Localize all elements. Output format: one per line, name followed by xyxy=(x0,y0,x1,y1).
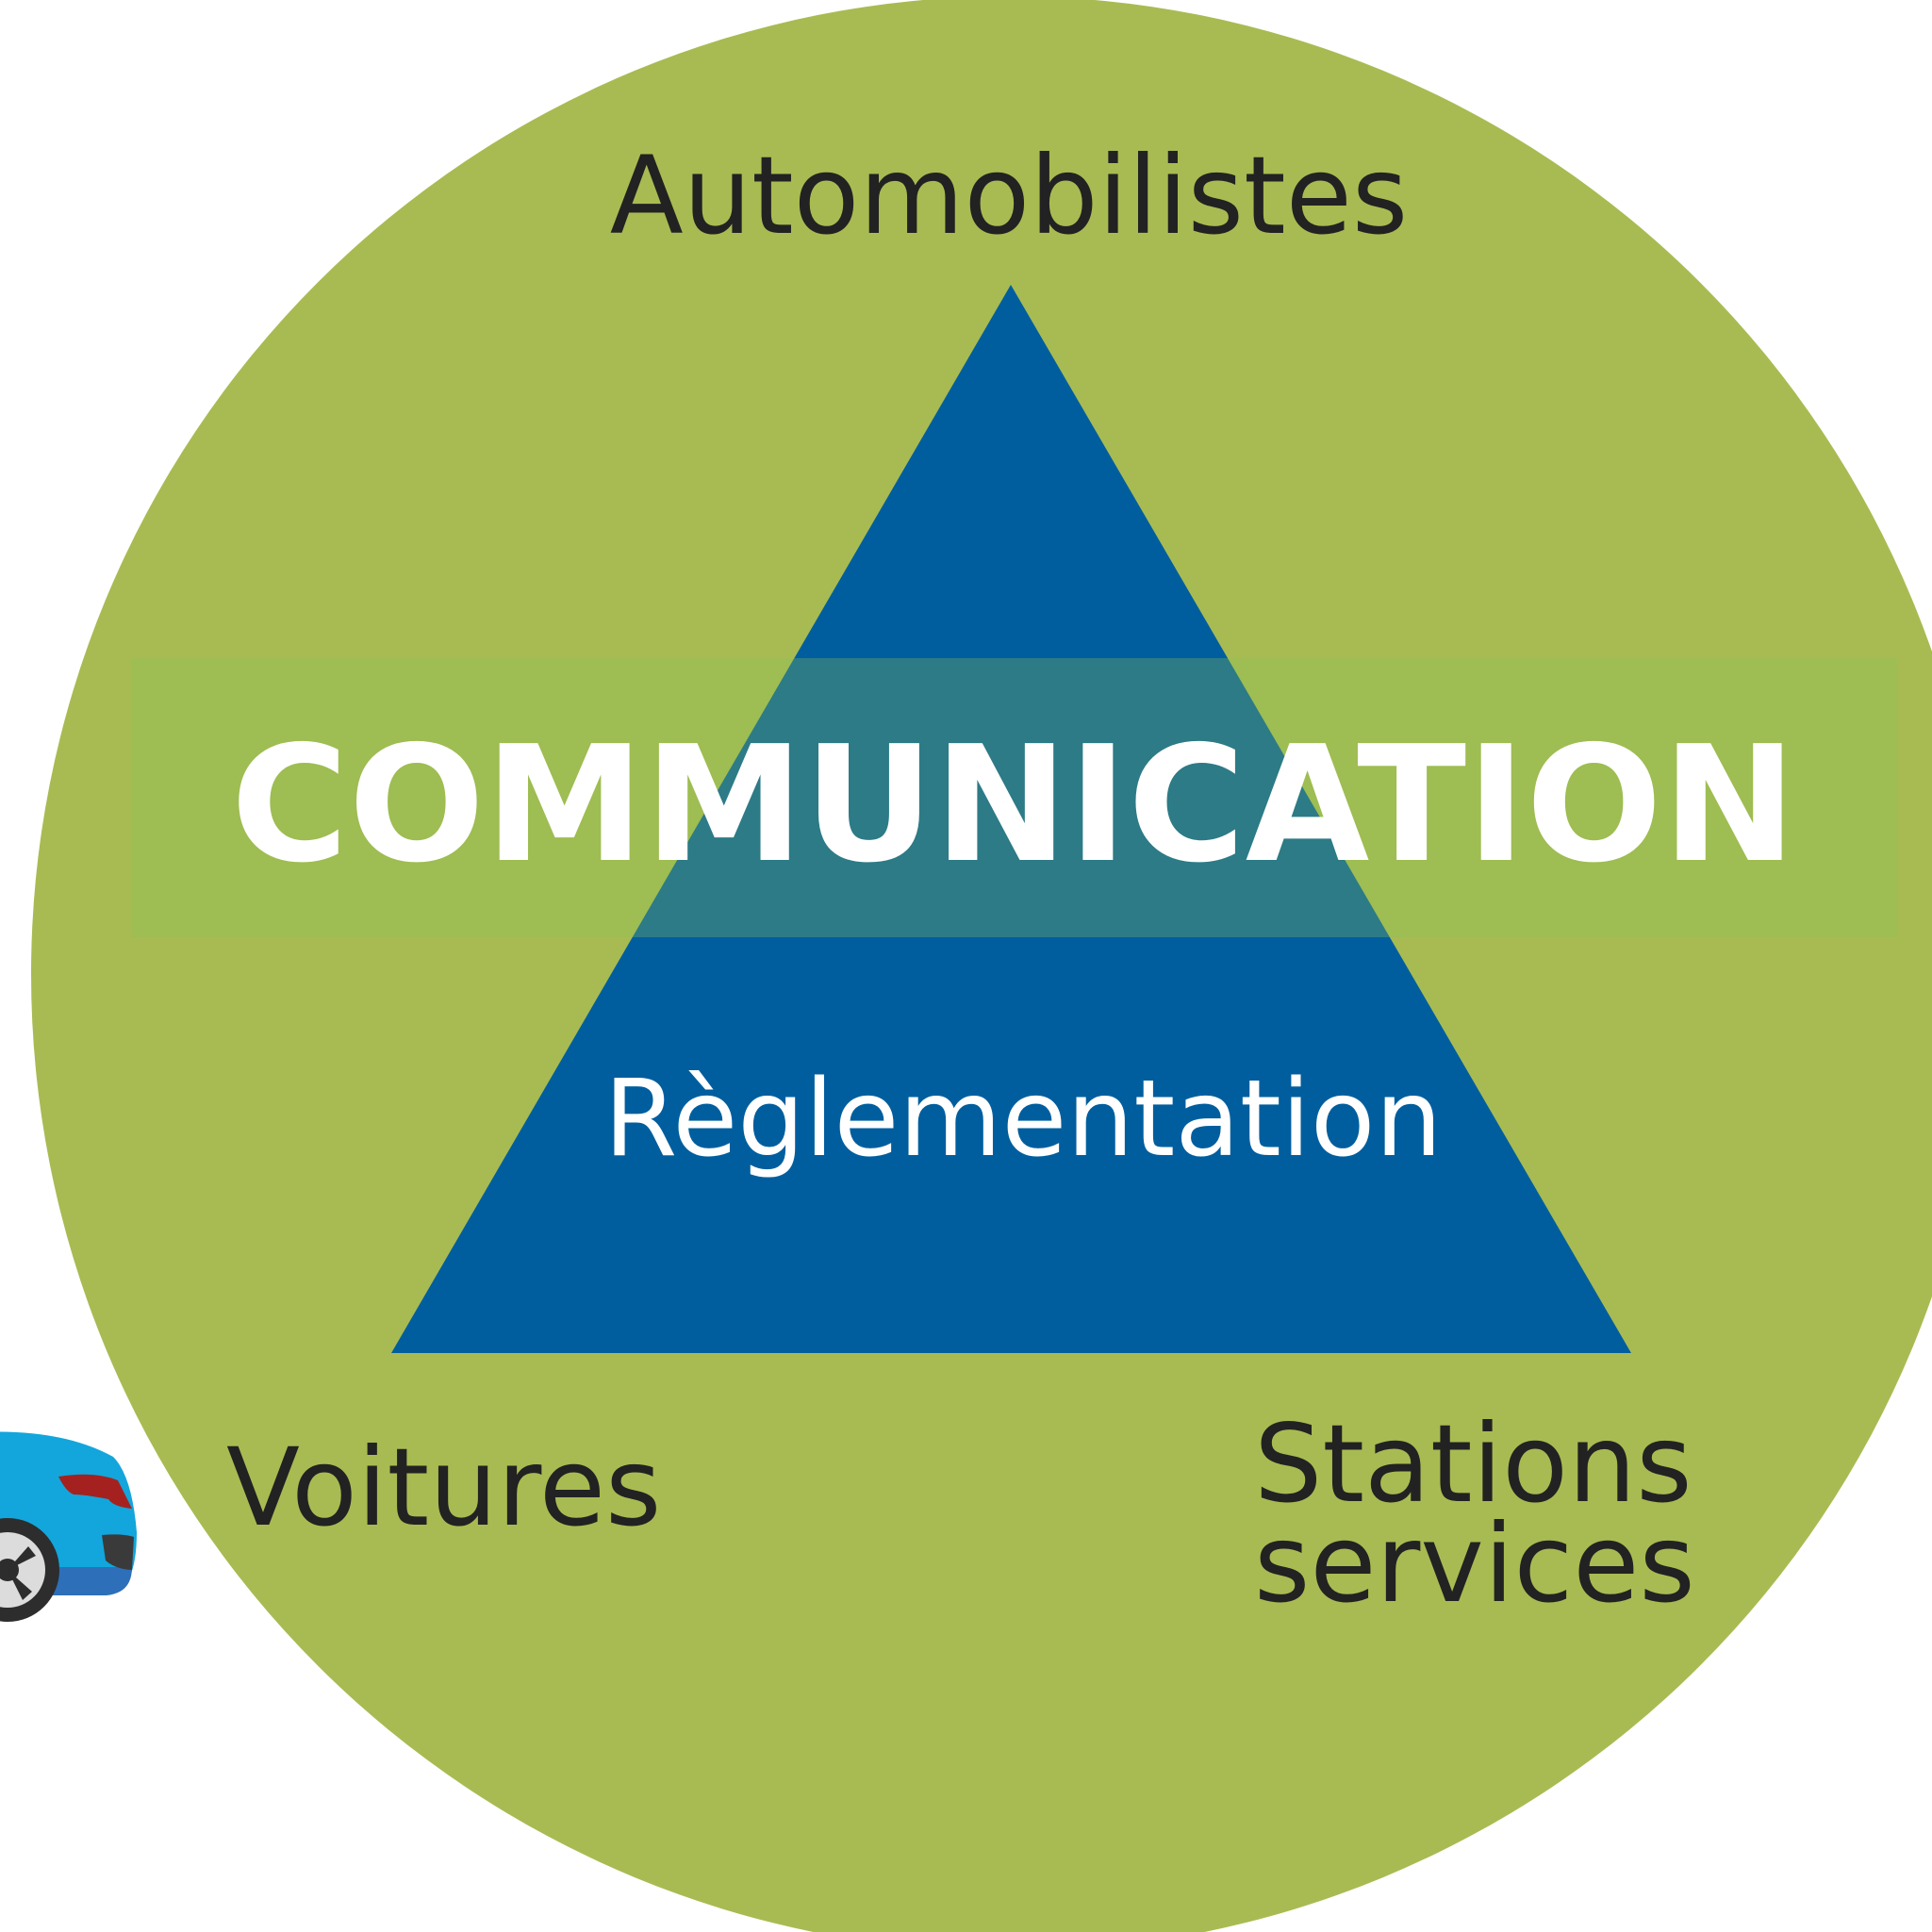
label-voitures: Voitures xyxy=(226,1425,661,1550)
label-services: services xyxy=(1254,1501,1695,1627)
label-communication: COMMUNICATION xyxy=(231,712,1796,899)
label-stations: Stations xyxy=(1254,1401,1693,1527)
label-reglementation: Règlementation xyxy=(604,1058,1443,1181)
car-icon xyxy=(0,1431,137,1622)
label-automobilistes: Automobilistes xyxy=(610,133,1408,258)
